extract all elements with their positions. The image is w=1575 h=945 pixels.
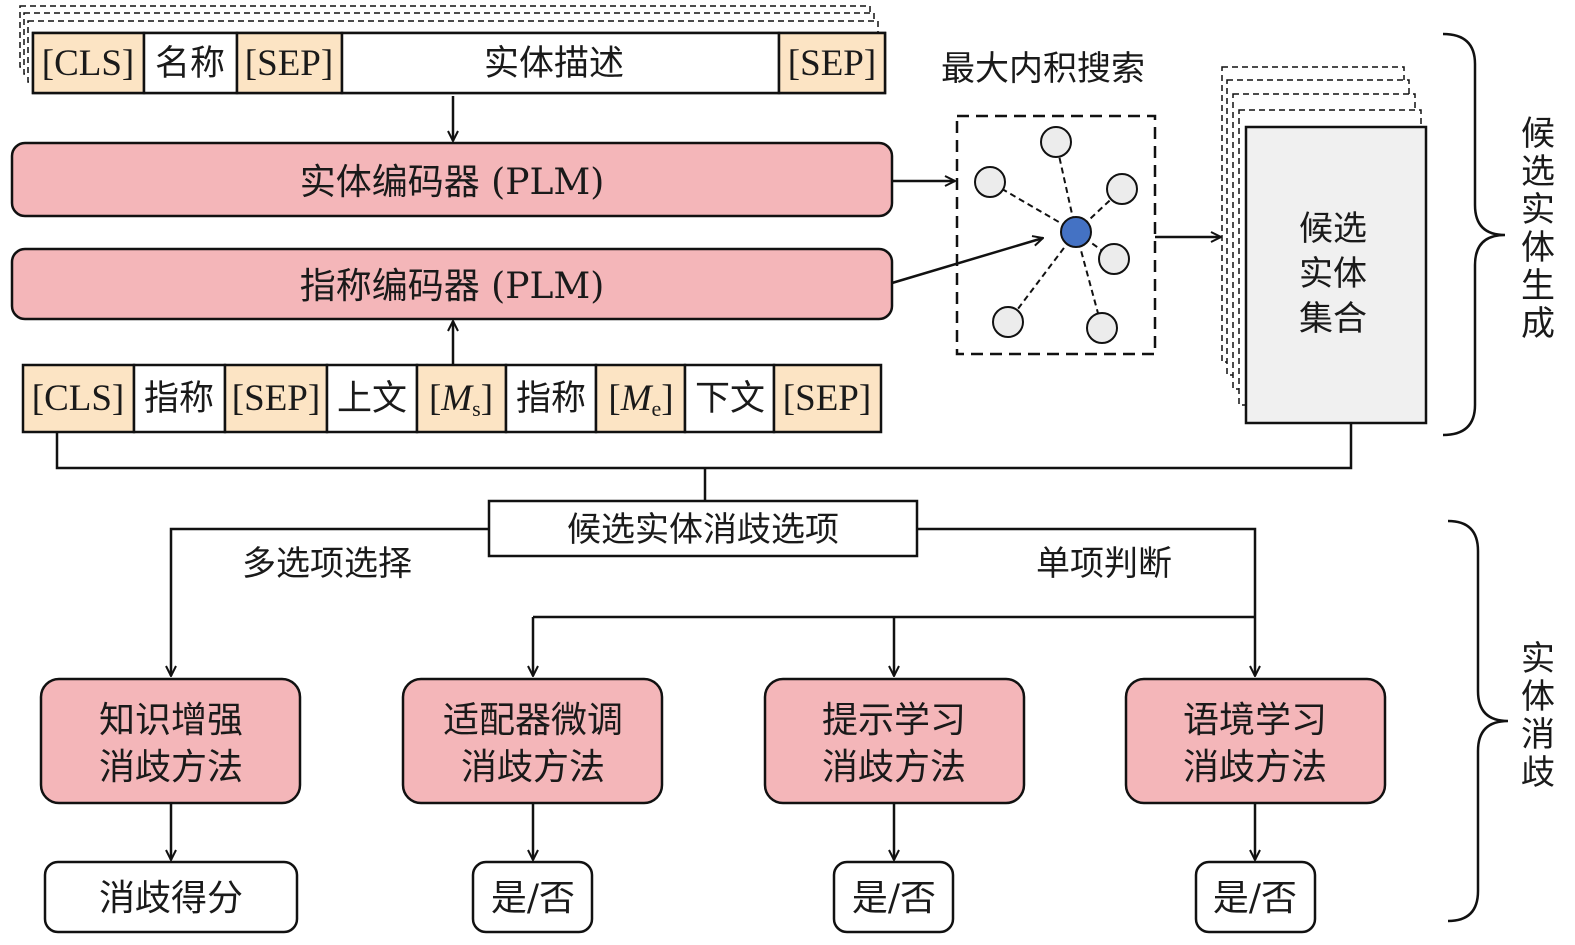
entity-token-sep: [SEP] xyxy=(245,43,333,84)
brace-disambiguation xyxy=(1447,519,1509,923)
candidate-node xyxy=(1098,243,1130,275)
disambiguation-options: 候选实体消歧选项 xyxy=(487,499,919,558)
svg-text:是/否: 是/否 xyxy=(852,878,936,919)
entity-token-cls: [CLS] xyxy=(42,43,135,84)
entity-encoder-label: 实体编码器 (PLM) xyxy=(300,162,605,203)
output-score: 消歧得分 xyxy=(43,860,299,934)
output-yes-no-1: 是/否 xyxy=(471,860,594,934)
edge xyxy=(1075,231,1103,329)
search-title: 最大内积搜索 xyxy=(941,49,1145,89)
entity-token-desc: 实体描述 xyxy=(484,44,624,84)
mention-token-sep2: [SEP] xyxy=(783,378,871,419)
svg-text:消歧方法: 消歧方法 xyxy=(1183,747,1327,788)
method-adapter-tuning: 适配器微调 消歧方法 xyxy=(401,677,664,805)
options-title: 候选实体消歧选项 xyxy=(567,510,839,550)
svg-text:体: 体 xyxy=(1521,228,1555,268)
candidate-set-line-2: 实体 xyxy=(1299,254,1367,294)
entity-token-sep2: [SEP] xyxy=(788,43,876,84)
marker-end-cell xyxy=(594,363,687,434)
svg-text:知识增强: 知识增强 xyxy=(99,700,243,741)
method-in-context-learning: 语境学习 消歧方法 xyxy=(1124,677,1387,805)
mips-search-box xyxy=(955,114,1157,356)
svg-text:是/否: 是/否 xyxy=(491,878,575,919)
edge xyxy=(989,181,1077,233)
candidate-entity-set: 候选 实体 集合 xyxy=(1221,66,1428,425)
mention-sep-cell xyxy=(223,363,329,434)
candidate-set-line-1: 候选 xyxy=(1299,209,1367,249)
mention-input-sequence: [CLS] 指称 [SEP] 上文 [Ms] 指称 [Me] 下文 [SEP] xyxy=(21,363,883,434)
svg-text:消歧方法: 消歧方法 xyxy=(99,747,243,788)
entity-input-sequence: [CLS] 名称 [SEP] 实体描述 [SEP] xyxy=(19,5,887,95)
output-yes-no-2: 是/否 xyxy=(832,860,955,934)
candidate-node xyxy=(1086,312,1118,344)
label-disambiguation: 实 体 消 歧 xyxy=(1521,639,1555,793)
entity-name-cell xyxy=(142,31,239,95)
svg-text:语境学习: 语境学习 xyxy=(1183,700,1327,741)
candidate-node xyxy=(1106,173,1138,205)
entity-sep2-cell xyxy=(777,31,887,95)
svg-text:生: 生 xyxy=(1521,266,1555,306)
entity-cls-cell xyxy=(31,31,146,95)
entity-encoder: 实体编码器 (PLM) xyxy=(10,141,894,218)
svg-text:消: 消 xyxy=(1521,715,1555,755)
mention-sep2-cell xyxy=(772,363,883,434)
mention-encoder: 指称编码器 (PLM) xyxy=(10,247,894,321)
marker-start-cell xyxy=(415,363,508,434)
right-context-cell xyxy=(683,363,776,434)
method-knowledge-enhanced: 知识增强 消歧方法 xyxy=(39,677,302,805)
multi-choice-label: 多选项选择 xyxy=(242,544,412,584)
candidate-set-line-3: 集合 xyxy=(1299,299,1367,339)
mention-cell xyxy=(132,363,227,434)
candidate-node xyxy=(974,166,1006,198)
svg-text:消歧方法: 消歧方法 xyxy=(822,747,966,788)
edge xyxy=(1075,231,1115,260)
svg-text:实: 实 xyxy=(1521,639,1555,679)
mention-encoder-label: 指称编码器 (PLM) xyxy=(300,266,605,307)
mention-token-cls: [CLS] xyxy=(32,378,125,419)
candidate-node xyxy=(1040,126,1072,158)
output-yes-no-3: 是/否 xyxy=(1194,860,1317,934)
marker-start-label: [Ms] xyxy=(429,378,493,421)
candidate-node xyxy=(992,306,1024,338)
mention-token-sep: [SEP] xyxy=(232,378,320,419)
svg-text:候: 候 xyxy=(1521,114,1555,154)
svg-text:提示学习: 提示学习 xyxy=(822,700,966,741)
svg-text:消歧方法: 消歧方法 xyxy=(461,747,605,788)
mention-token-left-context: 上文 xyxy=(337,379,407,419)
entity-token-name: 名称 xyxy=(155,44,225,84)
entity-desc-cell xyxy=(340,31,781,95)
svg-text:歧: 歧 xyxy=(1521,753,1555,793)
svg-text:消歧得分: 消歧得分 xyxy=(99,878,243,919)
entity-sep-cell xyxy=(235,31,344,95)
method-prompt-learning: 提示学习 消歧方法 xyxy=(763,677,1026,805)
edge xyxy=(1007,231,1077,323)
mention-token-right-context: 下文 xyxy=(695,379,765,419)
label-generation: 候 选 实 体 生 成 xyxy=(1521,114,1555,344)
svg-text:体: 体 xyxy=(1521,677,1555,717)
brace-generation xyxy=(1442,32,1506,437)
svg-text:成: 成 xyxy=(1521,304,1555,344)
single-judge-stem xyxy=(917,527,1257,617)
svg-text:选: 选 xyxy=(1521,152,1555,192)
mention-span-cell xyxy=(504,363,598,434)
single-judge-label: 单项判断 xyxy=(1036,544,1172,584)
arrow-multi-choice xyxy=(171,527,489,676)
mention-token-mention: 指称 xyxy=(144,379,214,419)
marker-end-label: [Me] xyxy=(608,378,673,421)
svg-text:实: 实 xyxy=(1521,190,1555,230)
svg-text:适配器微调: 适配器微调 xyxy=(443,700,623,741)
mention-token-span: 指称 xyxy=(516,379,586,419)
arrow-mention-to-search xyxy=(891,238,1043,285)
left-context-cell xyxy=(325,363,419,434)
svg-text:是/否: 是/否 xyxy=(1213,878,1297,919)
query-node xyxy=(1060,216,1092,248)
